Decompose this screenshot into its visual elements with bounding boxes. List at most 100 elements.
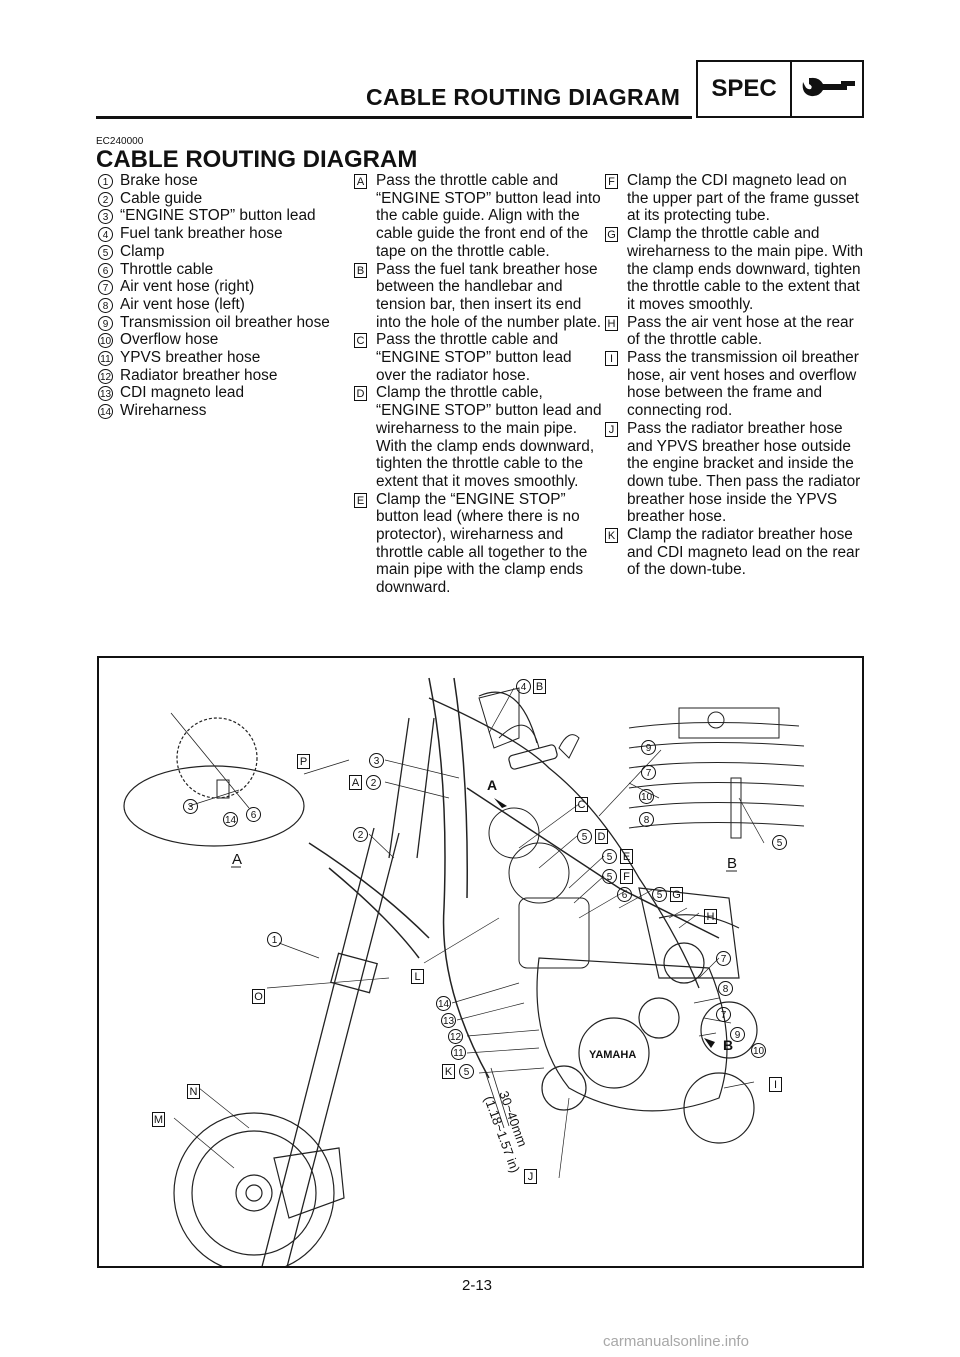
callout-number: 5: [577, 829, 592, 844]
callout-number: 14: [98, 404, 113, 420]
instruction-text: Clamp the radiator breather hose and CDI…: [627, 526, 860, 579]
callout-letter: D: [595, 829, 608, 844]
list-item: 1 Brake hose: [98, 172, 334, 190]
callout-number: 5: [98, 244, 113, 260]
callout-number: 10: [639, 789, 654, 804]
callout-number: 11: [451, 1045, 466, 1060]
instruction-text: Pass the transmission oil breather hose,…: [627, 349, 859, 420]
part-label: Air vent hose (left): [120, 295, 245, 313]
frame-drawing: [308, 677, 720, 1079]
inset-a-outline: [123, 765, 305, 847]
brake-disc-drawing: [173, 1112, 345, 1266]
callout-number: 10: [98, 333, 113, 349]
list-item: 7 Air vent hose (right): [98, 278, 334, 296]
callout-letter: H: [704, 909, 717, 924]
part-label: Transmission oil breather hose: [120, 313, 330, 331]
callout-letter: N: [187, 1084, 200, 1099]
callout-letter: A: [349, 775, 362, 790]
callout-number: 5: [602, 869, 617, 884]
callout-number: 3: [183, 799, 198, 814]
callout-letter: H: [605, 315, 618, 331]
part-label: Clamp: [120, 242, 165, 260]
header-rule: [96, 116, 692, 119]
inset-a-label: A: [232, 851, 242, 868]
callout-number: 7: [716, 1007, 731, 1022]
callout-number: 3: [369, 753, 384, 768]
callout-letter: K: [442, 1064, 455, 1079]
callout-number: 12: [448, 1029, 463, 1044]
callout-number: 9: [641, 740, 656, 755]
callout-letter: E: [354, 492, 367, 508]
throttle-cable-drawing: [428, 697, 700, 989]
callout-number: 5: [602, 849, 617, 864]
list-item: I Pass the transmission oil breather hose…: [605, 349, 867, 420]
callout-number: 11: [98, 351, 113, 367]
instruction-text: Clamp the throttle cable and wireharness…: [627, 225, 864, 313]
callout-number: 8: [639, 812, 654, 827]
callout-letter: E: [620, 849, 633, 864]
callout-number: 6: [98, 262, 113, 278]
spec-label: SPEC: [698, 62, 792, 116]
callout-letter: M: [152, 1112, 165, 1127]
callout-letter: K: [605, 528, 618, 544]
part-label: YPVS breather hose: [120, 349, 261, 367]
list-item: 3“ENGINE STOP” button lead: [98, 207, 334, 225]
page-number: 2-13: [462, 1277, 493, 1294]
instructions-b: F Clamp the CDI magneto lead on the upper…: [605, 172, 867, 579]
list-item: K Clamp the radiator breather hose and CD…: [605, 526, 867, 579]
arrow-b-label: B: [723, 1037, 733, 1053]
part-label: Brake hose: [120, 172, 198, 189]
brand-logo: YAMAHA: [589, 1049, 636, 1061]
callout-number: 1: [98, 174, 113, 189]
instruction-text: Pass the fuel tank breather hose between…: [376, 260, 602, 331]
instruction-text: Clamp the CDI magneto lead on the upper …: [627, 172, 859, 225]
callout-letter: C: [575, 797, 588, 812]
callout-letter: A: [354, 174, 367, 189]
callout-letter: B: [354, 262, 367, 278]
inset-b-label: B: [727, 855, 737, 872]
callout-number: 14: [223, 812, 238, 827]
wrench-icon: [792, 62, 862, 116]
instruction-text: Pass the radiator breather hose and YPVS…: [627, 419, 861, 526]
list-item: B Pass the fuel tank breather hose betwee…: [354, 261, 602, 332]
list-item: J Pass the radiator breather hose and YPV…: [605, 420, 867, 526]
callout-letter: F: [605, 174, 618, 189]
part-label: Radiator breather hose: [120, 366, 278, 384]
callout-letter: O: [252, 989, 265, 1004]
callout-number: 7: [716, 951, 731, 966]
callout-letter: P: [297, 754, 310, 769]
list-item: H Pass the air vent hose at the rear of t…: [605, 314, 867, 349]
callout-number: 7: [98, 280, 113, 296]
instruction-text: Pass the throttle cable and “ENGINE STOP…: [376, 331, 572, 384]
callout-number: 13: [98, 386, 113, 402]
callout-letter: J: [605, 421, 618, 437]
spec-badge: SPEC: [696, 60, 864, 118]
callout-number: 9: [98, 315, 113, 331]
section-title: CABLE ROUTING DIAGRAM: [96, 146, 418, 173]
list-item: 11 YPVS breather hose: [98, 349, 334, 367]
list-item: 9 Transmission oil breather hose: [98, 314, 334, 332]
part-label: Overflow hose: [120, 331, 219, 349]
list-item: 10 Overflow hose: [98, 331, 334, 349]
callout-letter: B: [533, 679, 546, 694]
callout-number: 9: [730, 1027, 745, 1042]
engine-drawing: [536, 887, 758, 1144]
callout-letter: I: [605, 351, 618, 367]
callout-number: 2: [353, 827, 368, 842]
callout-letter: I: [769, 1077, 782, 1092]
callout-number: 4: [98, 227, 113, 243]
instruction-text: Pass the air vent hose at the rear of th…: [627, 313, 854, 349]
callout-letter: C: [354, 333, 367, 349]
callout-number: 1: [267, 932, 282, 947]
callout-letter: L: [411, 969, 424, 984]
part-label: Air vent hose (right): [120, 278, 255, 296]
header-title: CABLE ROUTING DIAGRAM: [366, 84, 681, 110]
